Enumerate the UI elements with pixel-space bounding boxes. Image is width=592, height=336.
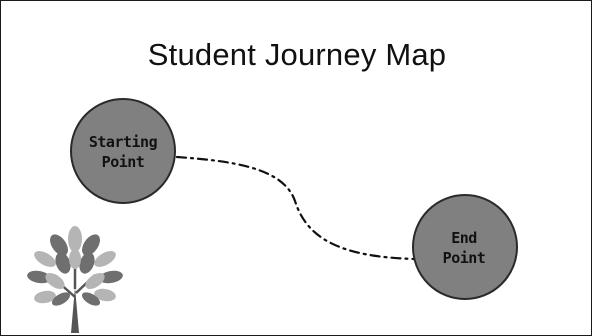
end-node-circle [412, 194, 518, 300]
start-node-label-line2: Point [101, 153, 145, 171]
page-title: Student Journey Map [147, 37, 447, 72]
start-node-label-line1: Starting [88, 133, 158, 151]
start-node-label: Starting Point [68, 132, 178, 172]
end-node-label-line1: End [451, 229, 477, 247]
end-node-label-line2: Point [442, 249, 486, 267]
start-node-circle [70, 98, 176, 204]
end-node-label: End Point [409, 228, 519, 268]
tree-icon [27, 226, 123, 333]
journey-path [175, 155, 417, 261]
